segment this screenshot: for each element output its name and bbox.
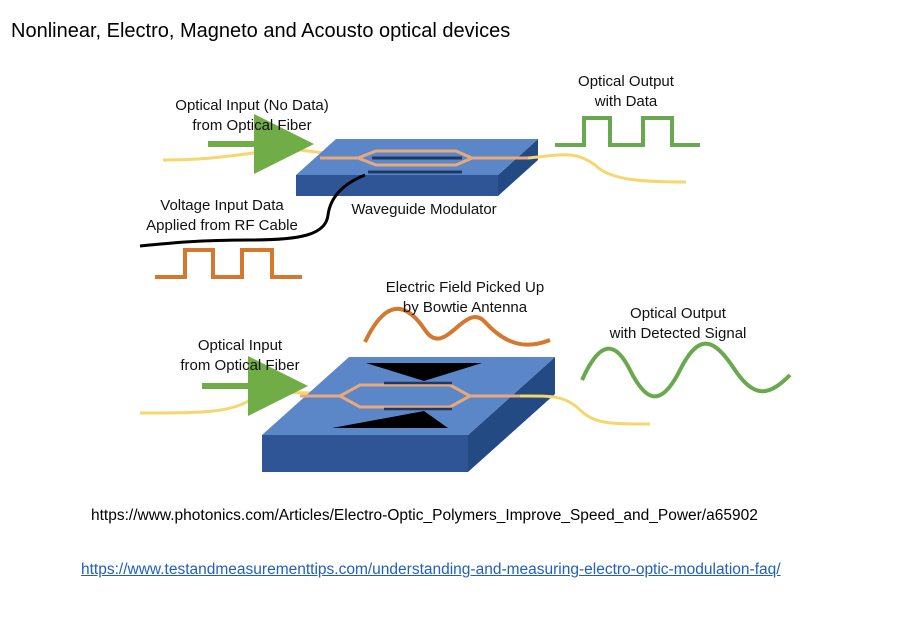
waveguide-modulator-label: Waveguide Modulator <box>351 201 496 218</box>
bottom-waveguide <box>300 383 520 409</box>
electric-field-label-1: Electric Field Picked Up <box>386 279 544 296</box>
top-output-fiber <box>527 153 687 184</box>
top-output-square-wave <box>555 116 700 147</box>
top-input-label-2: from Optical Fiber <box>192 117 311 134</box>
bowtie-antenna-upper <box>366 363 482 381</box>
bottom-slab-top <box>262 357 555 435</box>
top-output-label-2: with Data <box>594 93 658 110</box>
bottom-input-label-2: from Optical Fiber <box>180 357 299 374</box>
voltage-label-2: Applied from RF Cable <box>146 217 298 234</box>
reference-link-testandmeasurement[interactable]: https://www.testandmeasurementtips.com/u… <box>81 561 781 578</box>
bottom-output-fiber <box>519 394 651 426</box>
top-waveguide <box>320 149 528 167</box>
bottom-slab-side <box>468 357 555 472</box>
slide-title: Nonlinear, Electro, Magneto and Acousto … <box>11 20 511 42</box>
electro-optic-modulator-diagram: Optical Input (No Data) from Optical Fib… <box>139 73 792 472</box>
top-modulator-group: Optical Input (No Data) from Optical Fib… <box>139 73 700 279</box>
bottom-detector-group: Electric Field Picked Up by Bowtie Anten… <box>139 279 792 472</box>
top-rf-square-wave <box>155 248 302 279</box>
top-slab-side <box>498 139 538 196</box>
voltage-label-1: Voltage Input Data <box>160 197 284 214</box>
bottom-output-label-1: Optical Output <box>630 305 727 322</box>
bottom-input-label-1: Optical Input <box>198 337 283 354</box>
bottom-output-sine-wave <box>580 341 792 399</box>
reference-url-photonics: https://www.photonics.com/Articles/Elect… <box>91 507 758 524</box>
bottom-output-label-2: with Detected Signal <box>609 325 747 342</box>
bottom-slab-front <box>262 435 468 472</box>
electric-field-wave <box>363 306 551 347</box>
rf-cable <box>139 173 366 248</box>
top-input-label-1: Optical Input (No Data) <box>175 97 328 114</box>
top-slab-front <box>296 175 498 196</box>
top-output-label-1: Optical Output <box>578 73 675 90</box>
electric-field-label-2: by Bowtie Antenna <box>403 299 528 316</box>
bowtie-antenna-lower <box>332 411 448 428</box>
